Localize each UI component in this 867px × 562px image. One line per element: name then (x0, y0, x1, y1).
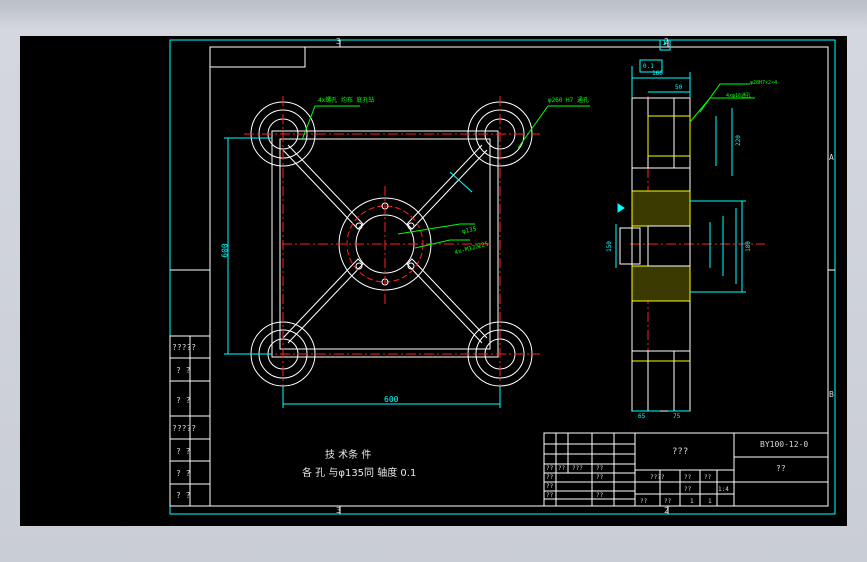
plan-dimensions (224, 105, 590, 408)
leader-thread-note (414, 239, 470, 249)
left-strip-label-7: ? ? (176, 491, 191, 500)
title-block (543, 432, 829, 507)
bolt-hole-2 (407, 222, 415, 230)
leader-hole-note (301, 105, 360, 141)
dim-rib-width (449, 171, 473, 193)
dim-side-gap: 50 (675, 84, 683, 91)
left-strip-box (169, 335, 211, 507)
tb-grid-cell-5: ?? (546, 474, 554, 481)
dim-side-top-width: 160 (652, 70, 663, 77)
tolerance-frame (639, 59, 663, 73)
tb-bottom-2: ?? (664, 498, 672, 505)
rib-bottom-left (282, 258, 364, 344)
datum-triangle (617, 203, 625, 213)
zone-mark-bottom-left: 3 (336, 506, 341, 515)
dim-side-height-1: 220 (734, 135, 742, 146)
tb-lower-3: ?? (704, 474, 712, 481)
top-left-stamp-box (209, 46, 306, 68)
tb-bottom-4: 1 (708, 498, 712, 505)
bolt-hole-4 (407, 262, 415, 270)
bolt-hole-1 (355, 222, 363, 230)
dim-bottom-1: 65 (638, 413, 646, 420)
rib-top-right (406, 144, 488, 230)
tb-bottom-1: ?? (640, 498, 648, 505)
left-strip-label-4: ????? (172, 424, 197, 433)
side-top-flange (631, 97, 691, 169)
side-body-hatch-bottom (631, 265, 691, 302)
dim-bottom-2: 75 (673, 413, 681, 420)
rib-bottom-right (406, 258, 488, 344)
title-block-sub-label: ?? (776, 464, 786, 473)
left-strip-label-3: ? ? (176, 396, 191, 405)
side-dimensions (615, 39, 755, 412)
leader-bore-note-text: φ260 H7 通孔 (548, 97, 589, 104)
title-block-drawing-number: BY100-12-0 (760, 440, 809, 449)
left-strip-label-5: ? ? (176, 447, 191, 456)
zone-mark-right-b: B (829, 390, 834, 399)
inner-frame (209, 46, 829, 507)
side-view[interactable] (619, 97, 691, 412)
dim-plan-width: 600 (384, 395, 399, 404)
dim-side-height-2: 180 (744, 241, 752, 252)
left-strip-label-6: ? ? (176, 469, 191, 478)
side-body-hatch-top (631, 190, 691, 227)
sheet-borders (169, 39, 836, 515)
side-top-bore (647, 115, 691, 157)
datum-label: 1 (662, 39, 667, 47)
datum-box (659, 39, 671, 51)
side-leader-2-text: 4xφ16通孔 (726, 93, 752, 99)
side-bottom-section (631, 350, 691, 412)
tb-grid-cell-8: ?? (546, 492, 554, 499)
tb-grid-cell-1: ?? (546, 465, 554, 472)
side-bore (647, 225, 691, 267)
tb-lower-5: 1:4 (718, 486, 729, 493)
tb-grid-cell-6: ?? (596, 474, 604, 481)
side-leader-2 (689, 97, 755, 123)
outer-border (169, 39, 836, 515)
left-strip-label-1: ????? (172, 343, 197, 352)
zone-mark-bottom-right: 2 (664, 506, 669, 515)
side-leader-1-text: φ28H7×2×4 (750, 80, 778, 86)
zone-mark-right-a: A (829, 153, 834, 162)
plan-base-outline (271, 130, 499, 358)
rib-top-left (282, 144, 364, 230)
bolt-hole-3 (355, 262, 363, 270)
leader-center-note (397, 223, 475, 235)
tb-lower-2: ?? (684, 474, 692, 481)
tolerance-value: 0.1 (643, 63, 654, 70)
leader-hole-note-text: 4x螺孔 均布 底孔钻 (318, 97, 375, 104)
tb-grid-cell-4: ?? (596, 465, 604, 472)
tb-grid-cell-7: ?? (546, 483, 554, 490)
side-body-step (619, 227, 641, 265)
title-block-part-name: ??? (672, 447, 689, 457)
dim-side-bore: 150 (605, 241, 613, 252)
tb-lower-4: ?? (684, 486, 692, 493)
leader-bore-note (517, 105, 590, 149)
tb-grid-cell-3: ??? (572, 465, 583, 472)
dim-plan-height: 600 (220, 243, 230, 258)
zone-mark-top-right: 2 (664, 37, 669, 46)
tech-req-title: 技 术条 件 (325, 450, 372, 461)
tb-grid-cell-2: ?? (558, 465, 566, 472)
tb-lower-1: ???? (650, 474, 665, 481)
drawing-svg (169, 39, 836, 515)
tb-grid-cell-9: ?? (596, 492, 604, 499)
left-strip-label-2: ? ? (176, 366, 191, 375)
title-block-frame (543, 432, 829, 507)
tb-bottom-3: 1 (690, 498, 694, 505)
drawing-canvas[interactable]: 3 2 A B 3 2 ????? ? ? ? ? ???? ? ? ? ? ? … (20, 36, 847, 526)
tech-req-line-1: 各 孔 与φ135同 轴度 0.1 (302, 468, 417, 479)
centerlines (244, 96, 765, 406)
zone-mark-top-left: 3 (336, 37, 341, 46)
